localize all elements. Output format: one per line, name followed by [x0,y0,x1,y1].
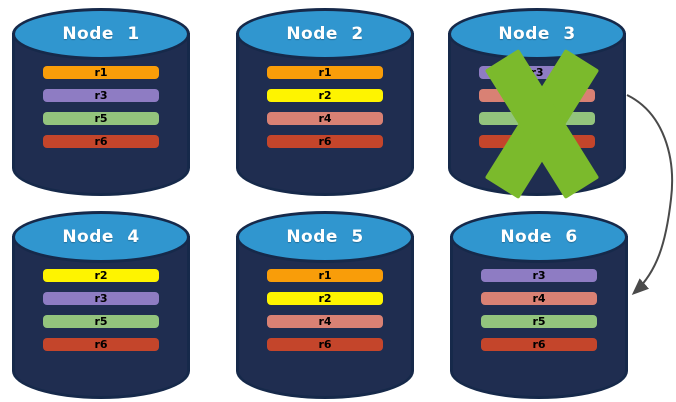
failover-arrow-path [626,94,674,296]
replica-label: r1 [318,269,332,282]
replica-label: r1 [318,66,332,79]
node-2-cylinder-top: Node 2 [236,8,414,60]
replica-bar: r6 [267,135,383,148]
node-2-cylinder: Node 2 r1 r2 r4 r6 [236,8,414,196]
node-4-title: Node 4 [62,227,140,247]
node-4-cylinder-top: Node 4 [12,211,190,263]
replica-bar: r4 [481,292,597,305]
node-5-cylinder-top: Node 5 [236,211,414,263]
replica-bar: r5 [43,112,159,125]
replica-label: r3 [94,89,108,102]
replica-label: r4 [318,112,332,125]
replica-bar: r3 [481,269,597,282]
replica-label: r1 [94,66,108,79]
node-5-title: Node 5 [286,227,364,247]
replica-bar: r5 [481,315,597,328]
node-3-title: Node 3 [498,24,576,44]
node-4-replicas: r2 r3 r5 r6 [43,269,159,361]
replica-bar: r6 [43,338,159,351]
replica-bar: r6 [481,338,597,351]
replica-bar: r3 [43,89,159,102]
node-5-replicas: r1 r2 r4 r6 [267,269,383,361]
replica-label: r2 [94,269,108,282]
replica-bar: r2 [267,89,383,102]
node-3-cylinder-top: Node 3 [448,8,626,60]
replica-label: r3 [532,269,546,282]
replica-bar: r2 [43,269,159,282]
node-2-title: Node 2 [286,24,364,44]
replica-label: r6 [94,135,108,148]
node-6-replicas: r3 r4 r5 r6 [481,269,597,361]
replica-bar: r6 [267,338,383,351]
replica-bar: r1 [43,66,159,79]
replica-label: r6 [318,338,332,351]
replica-label: r6 [94,338,108,351]
replica-label: r4 [318,315,332,328]
replica-label: r6 [318,135,332,148]
node-6-cylinder-top: Node 6 [450,211,628,263]
replica-label: r4 [532,292,546,305]
replica-label: r2 [318,89,332,102]
node-1-replicas: r1 r3 r5 r6 [43,66,159,158]
replica-bar: r3 [43,292,159,305]
replica-label: r3 [94,292,108,305]
replica-label: r5 [94,315,108,328]
replica-bar: r6 [43,135,159,148]
node-2-replicas: r1 r2 r4 r6 [267,66,383,158]
node-5-cylinder: Node 5 r1 r2 r4 r6 [236,211,414,399]
node-6-cylinder: Node 6 r3 r4 r5 r6 [450,211,628,399]
node-4-cylinder: Node 4 r2 r3 r5 r6 [12,211,190,399]
replica-bar: r4 [267,315,383,328]
node-1-cylinder-top: Node 1 [12,8,190,60]
replica-label: r5 [532,315,546,328]
replica-bar: r1 [267,66,383,79]
replica-label: r6 [532,338,546,351]
replica-label: r2 [318,292,332,305]
node-6-title: Node 6 [500,227,578,247]
replica-bar: r2 [267,292,383,305]
replica-bar: r4 [267,112,383,125]
replica-bar: r1 [267,269,383,282]
node-1-title: Node 1 [62,24,140,44]
node-1-cylinder: Node 1 r1 r3 r5 r6 [12,8,190,196]
replica-bar: r5 [43,315,159,328]
replica-label: r5 [94,112,108,125]
failure-x-icon [484,48,600,200]
